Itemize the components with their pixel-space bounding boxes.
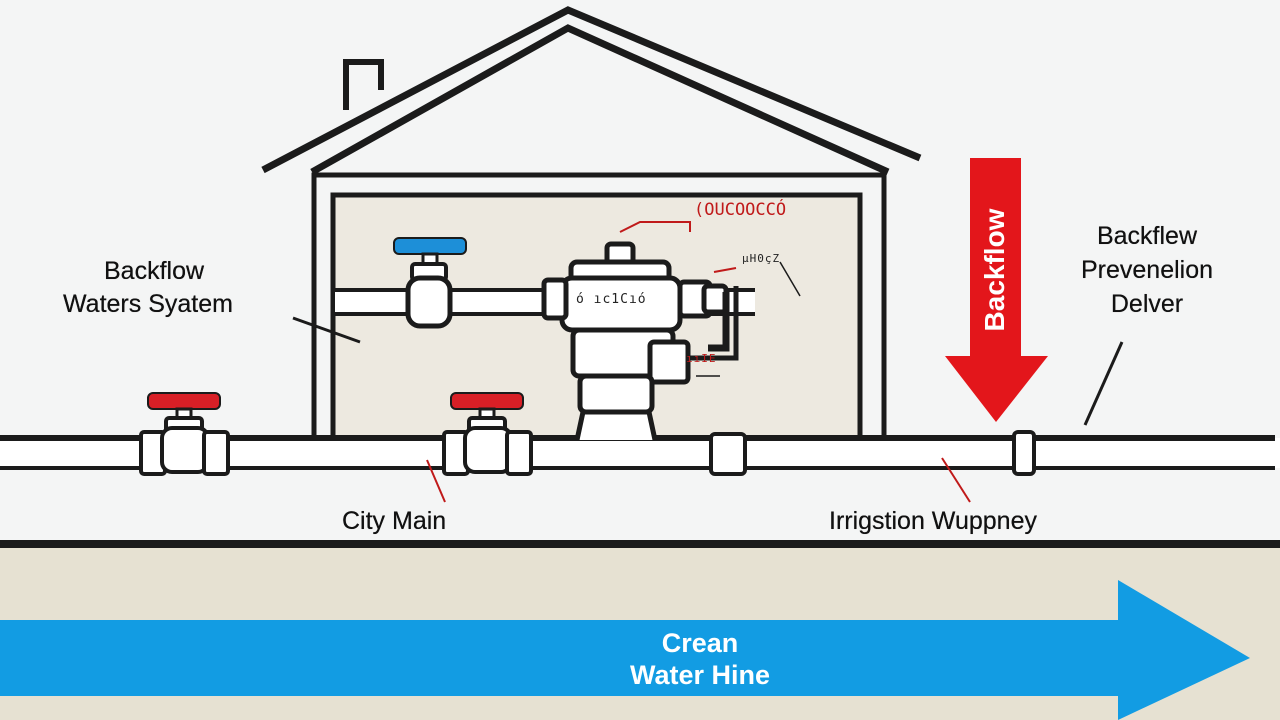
interior-valve (393, 237, 467, 329)
gauge-scribble: (OUCOOCCÓ (694, 200, 787, 220)
small-leaders (696, 261, 801, 377)
city-valve-left (139, 392, 230, 476)
fitting-scribble: µH0çZ (742, 252, 781, 265)
leader-lines (292, 316, 1124, 426)
pipe-coupling (709, 432, 747, 476)
city-valve-right (442, 392, 533, 476)
system-label-line1: Backflow (104, 257, 205, 285)
preventer-markings: ó ıc1Cıó (576, 292, 647, 307)
gauge-leaders (619, 221, 737, 273)
backflow-arrow-label: Backflow (979, 208, 1010, 332)
clean-water-label-line1: Crean (661, 628, 739, 658)
device-label-line3: Delver (1110, 290, 1184, 318)
clean-water-label-line2: Water Hine (629, 660, 771, 690)
house-outer-wall (311, 172, 887, 438)
pipe-coupling (1012, 430, 1036, 476)
house-chimney (343, 59, 384, 110)
device-label-line1: Backflew (1096, 222, 1198, 250)
irrigation-label: Irrigstion Wuppney (829, 507, 1037, 535)
backflow-preventer-assembly (541, 241, 739, 441)
city-main-label: City Main (342, 507, 447, 535)
system-label-line2: Waters Syatem (63, 290, 233, 318)
backflow-arrow (945, 158, 1048, 422)
house-roof (261, 6, 922, 176)
clean-water-arrow (0, 580, 1250, 720)
ground-line (0, 540, 1280, 548)
device-label-line2: Prevenelion (1080, 256, 1214, 284)
red-leader-lines (426, 457, 971, 503)
outlet-scribble: ııIE (686, 352, 717, 365)
